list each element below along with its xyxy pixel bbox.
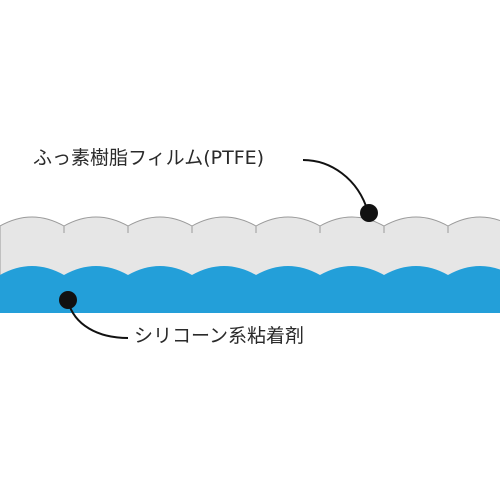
ptfe-film-label: ふっ素樹脂フィルム(PTFE) (33, 147, 265, 169)
ptfe-cusp-marks (63, 226, 449, 233)
ptfe-leader-line (302, 159, 369, 213)
silicone-adhesive-layer (0, 266, 500, 313)
silicone-adhesive-label: シリコーン系粘着剤 (134, 325, 305, 347)
ptfe-leader-dot (360, 204, 378, 222)
adhesive-leader-dot (59, 291, 77, 309)
